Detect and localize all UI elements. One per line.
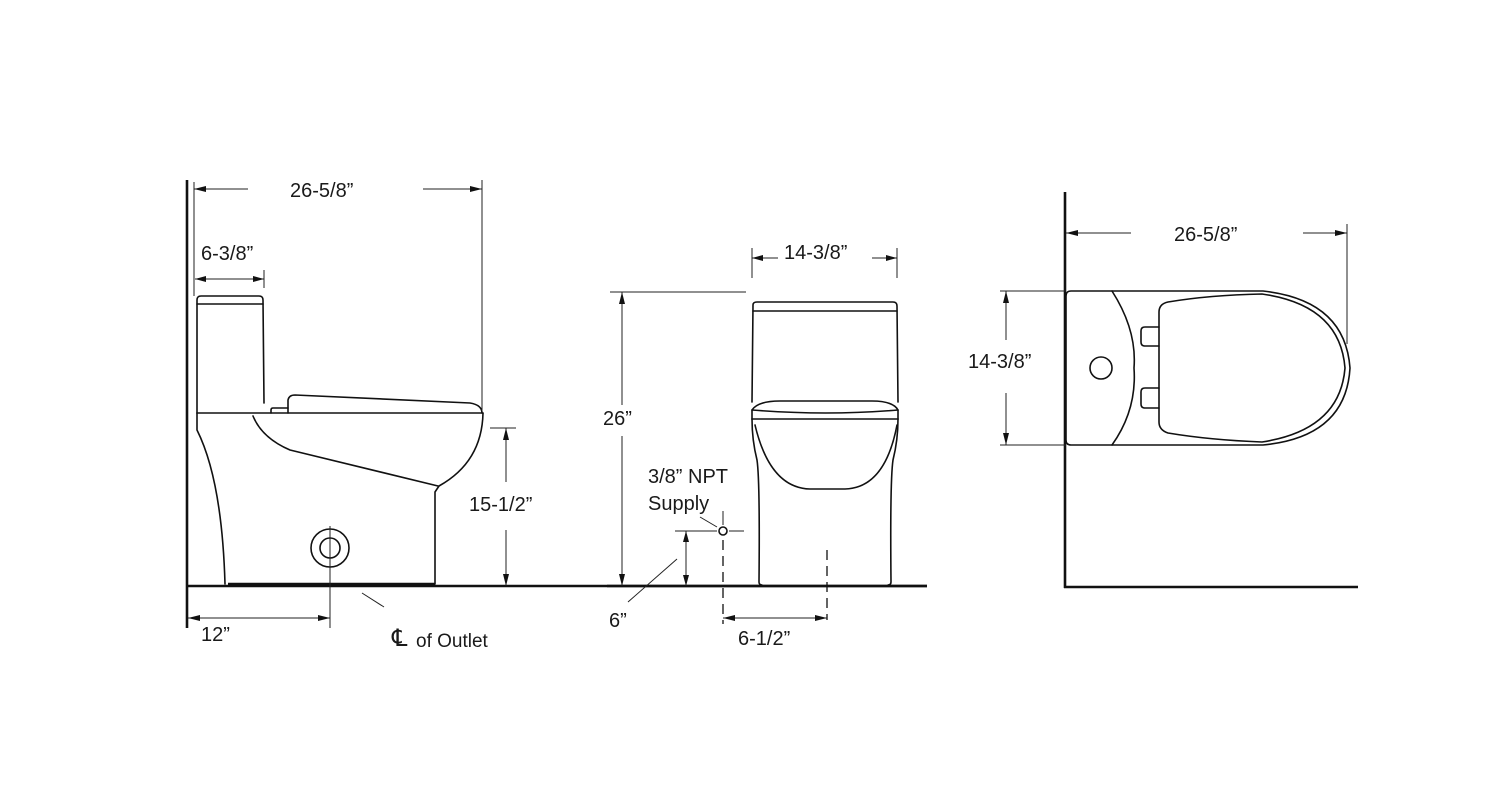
arrowhead-icon [194,186,206,192]
supply-offset-label: 6-1/2” [738,628,790,650]
arrowhead-icon [1003,433,1009,445]
arrowhead-icon [503,428,509,440]
arrowhead-icon [723,615,735,621]
rim-height-label: 15-1/2” [469,494,532,516]
arrowhead-icon [1003,291,1009,303]
arrowhead-icon [752,255,763,261]
side-body-back [434,412,484,585]
top-hinge [1140,326,1160,347]
arrowhead-icon [195,276,206,282]
top-view: 26-5/8” 14-3/8” [968,192,1358,589]
supply-label-line2: Supply [648,493,709,515]
side-body-front [196,412,226,585]
side-length-label: 26-5/8” [290,180,353,202]
front-tank-outline [751,301,899,403]
tank-depth-label: 6-3/8” [201,243,253,265]
top-seat-lid [1158,293,1346,443]
arrowhead-icon [253,276,264,282]
top-flush-button-icon [1089,356,1113,380]
arrowhead-icon [503,574,509,586]
front-pedestal-left [751,418,763,586]
centerline-symbol: ℄ [391,625,408,652]
arrowhead-icon [318,615,330,621]
front-bowl-curve [754,424,898,490]
arrowhead-icon [470,186,482,192]
arrowhead-icon [815,615,827,621]
arrowhead-icon [619,574,625,586]
arrowhead-icon [1335,230,1347,236]
arrowhead-icon [886,255,897,261]
overall-height-label: 26” [603,408,632,430]
arrowhead-icon [683,575,689,586]
outlet-leader [361,592,385,608]
arrowhead-icon [1066,230,1078,236]
top-length-label: 26-5/8” [1174,224,1237,246]
supply-height-leader [627,558,678,603]
top-width-label: 14-3/8” [968,351,1031,373]
top-hinge [1140,387,1160,409]
front-pedestal-right [887,418,899,586]
supply-point-icon [718,526,728,536]
side-seat-lid [270,394,483,414]
supply-height-label: 6” [609,610,627,632]
arrowhead-icon [683,531,689,542]
supply-leader [699,516,718,528]
arrowhead-icon [188,615,200,621]
front-width-label: 14-3/8” [784,242,847,264]
arrowhead-icon [619,292,625,304]
top-tank-curve [1111,290,1136,446]
rough-in-label: 12” [201,624,230,646]
side-tank-outline [196,295,265,414]
outlet-label: of Outlet [416,631,489,652]
supply-label-line1: 3/8” NPT [648,466,728,488]
front-seat-lid [751,400,899,414]
top-outline [1065,290,1351,446]
front-view: 14-3/8” 26” 3/8” NPT Supply 6” 6-1/2” [603,242,927,650]
side-view: 26-5/8” 6-3/8” 15-1/2” 12” ℄ of Outlet [185,180,927,652]
side-bowl-inner [252,415,439,487]
